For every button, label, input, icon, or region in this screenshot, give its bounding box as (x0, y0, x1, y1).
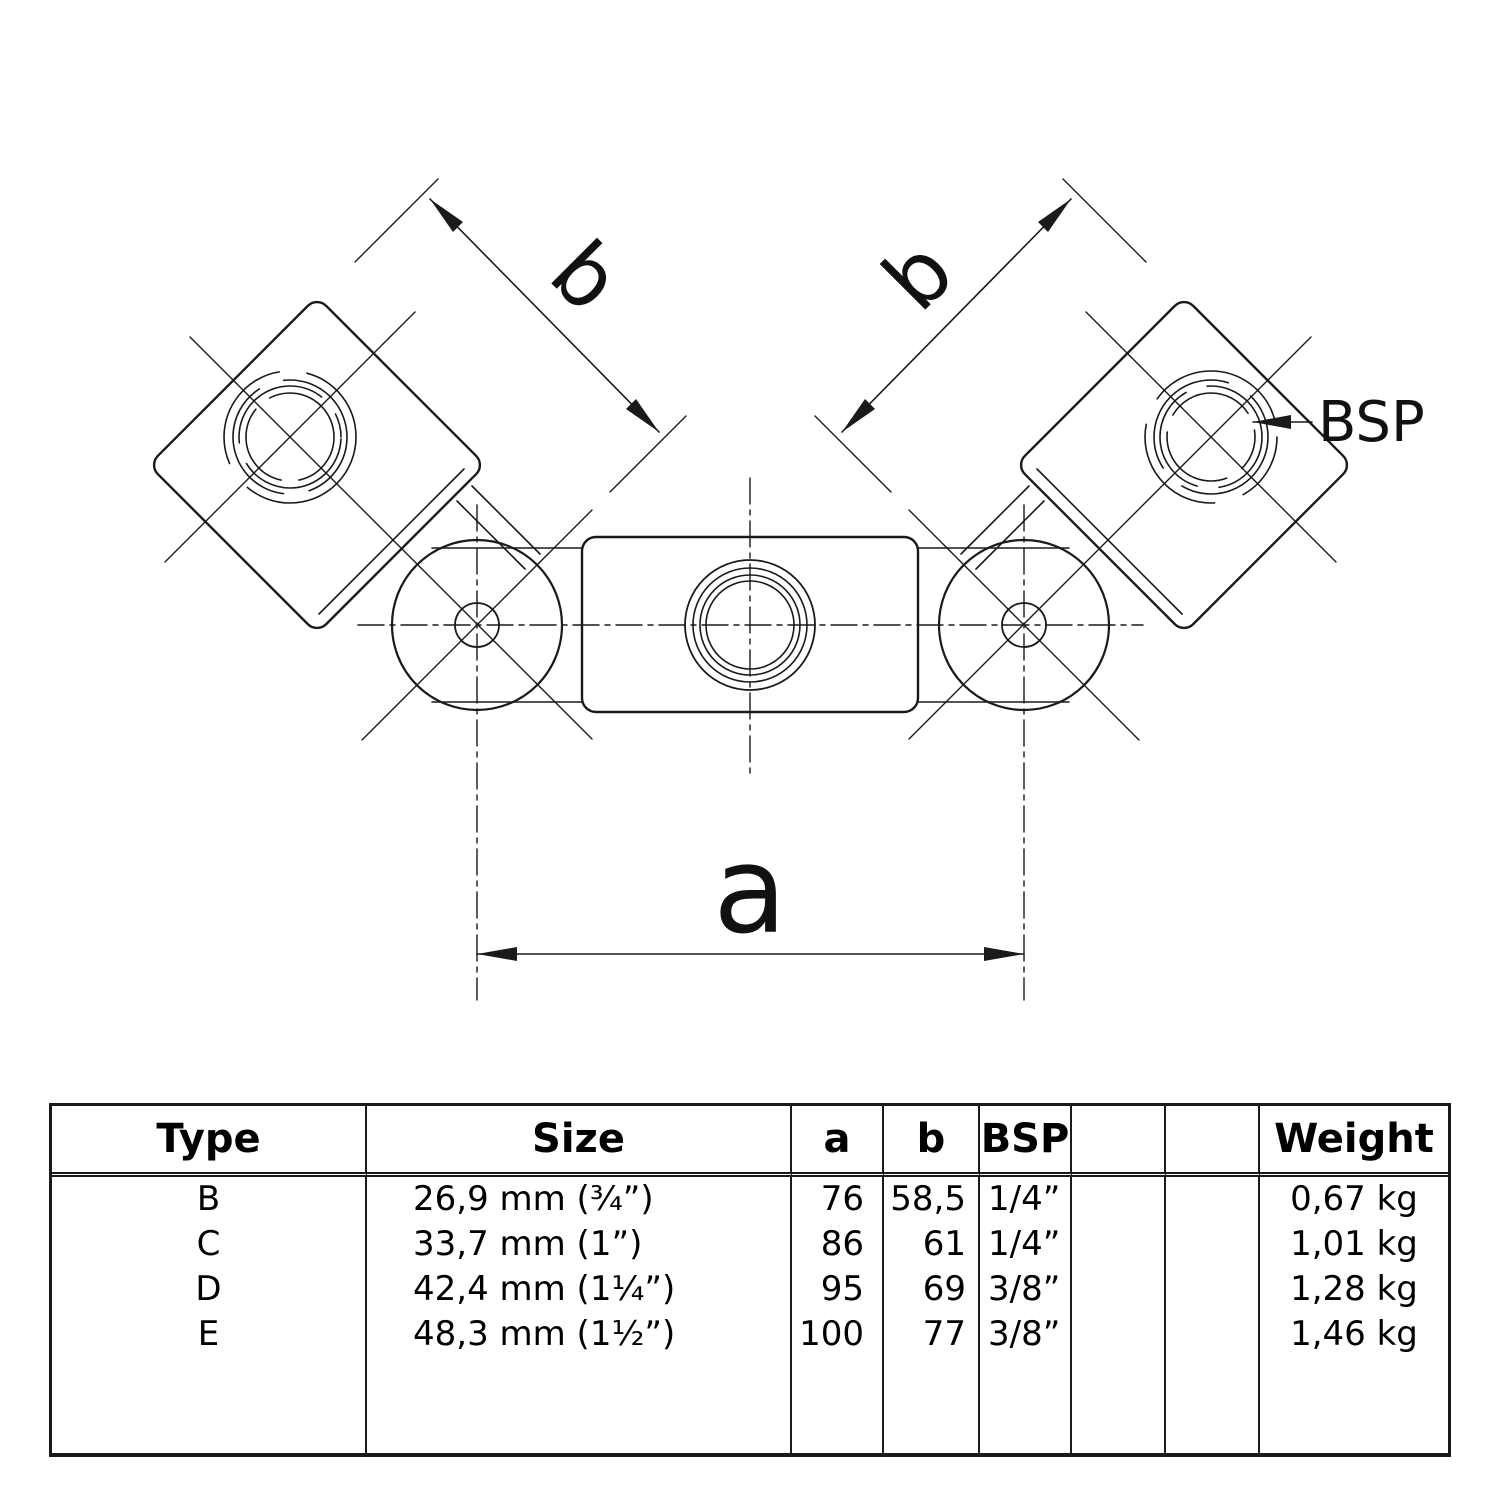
row-b: 58,5 (884, 1177, 980, 1222)
table-filler (367, 1357, 792, 1453)
row-bsp: 1/4” (980, 1222, 1072, 1267)
arrowheads (430, 199, 1291, 961)
table-filler (1260, 1357, 1448, 1453)
row-type: C (52, 1222, 367, 1267)
row-empty-1 (1072, 1267, 1166, 1312)
row-empty-2 (1166, 1222, 1260, 1267)
row-empty-1 (1072, 1312, 1166, 1357)
table-filler (1166, 1357, 1260, 1453)
dim-b-left-label: b (531, 223, 639, 331)
table-filler (52, 1357, 367, 1453)
row-empty-1 (1072, 1177, 1166, 1222)
row-a: 76 (792, 1177, 884, 1222)
row-empty-1 (1072, 1222, 1166, 1267)
row-size: 48,3 mm (1½”) (367, 1312, 792, 1357)
row-a: 100 (792, 1312, 884, 1357)
row-weight: 1,46 kg (1290, 1314, 1418, 1354)
header-bsp: BSP (980, 1106, 1072, 1177)
header-size: Size (367, 1106, 792, 1177)
header-type: Type (52, 1106, 367, 1177)
dim-b-right-label: b (865, 222, 973, 330)
row-b: 69 (884, 1267, 980, 1312)
row-a: 86 (792, 1222, 884, 1267)
header-empty-1 (1072, 1106, 1166, 1177)
row-type: B (52, 1177, 367, 1222)
spec-table: Type Size a b BSP Weight B 26,9 mm (¾”) … (49, 1103, 1451, 1457)
dim-a-label: a (713, 822, 787, 961)
row-bsp: 1/4” (980, 1177, 1072, 1222)
left-flange (152, 300, 541, 630)
header-b: b (884, 1106, 980, 1177)
right-pivot (937, 538, 1111, 712)
table-filler (980, 1357, 1072, 1453)
row-weight: 0,67 kg (1290, 1179, 1418, 1219)
row-empty-2 (1166, 1267, 1260, 1312)
row-bsp: 3/8” (980, 1267, 1072, 1312)
centerlines (357, 477, 1144, 1001)
table-filler (884, 1357, 980, 1453)
row-weight: 1,01 kg (1290, 1224, 1418, 1264)
header-a: a (792, 1106, 884, 1177)
row-bsp: 3/8” (980, 1312, 1072, 1357)
technical-drawing: a b b BSP (152, 178, 1425, 1001)
arm-edges (431, 547, 1070, 703)
header-weight: Weight (1260, 1106, 1448, 1177)
bsp-label: BSP (1318, 390, 1425, 455)
row-type: D (52, 1267, 367, 1312)
row-type: E (52, 1312, 367, 1357)
table-filler (792, 1357, 884, 1453)
right-flange (960, 300, 1349, 630)
row-size: 33,7 mm (1”) (367, 1222, 792, 1267)
table-filler (1072, 1357, 1166, 1453)
header-empty-2 (1166, 1106, 1260, 1177)
row-a: 95 (792, 1267, 884, 1312)
row-b: 61 (884, 1222, 980, 1267)
row-empty-2 (1166, 1312, 1260, 1357)
left-pivot (390, 538, 564, 712)
left-bore (223, 370, 357, 504)
right-bore (1144, 370, 1278, 504)
row-empty-2 (1166, 1177, 1260, 1222)
row-size: 42,4 mm (1¼”) (367, 1267, 792, 1312)
row-b: 77 (884, 1312, 980, 1357)
row-weight: 1,28 kg (1290, 1269, 1418, 1309)
row-size: 26,9 mm (¾”) (367, 1177, 792, 1222)
central-body (580, 535, 920, 714)
